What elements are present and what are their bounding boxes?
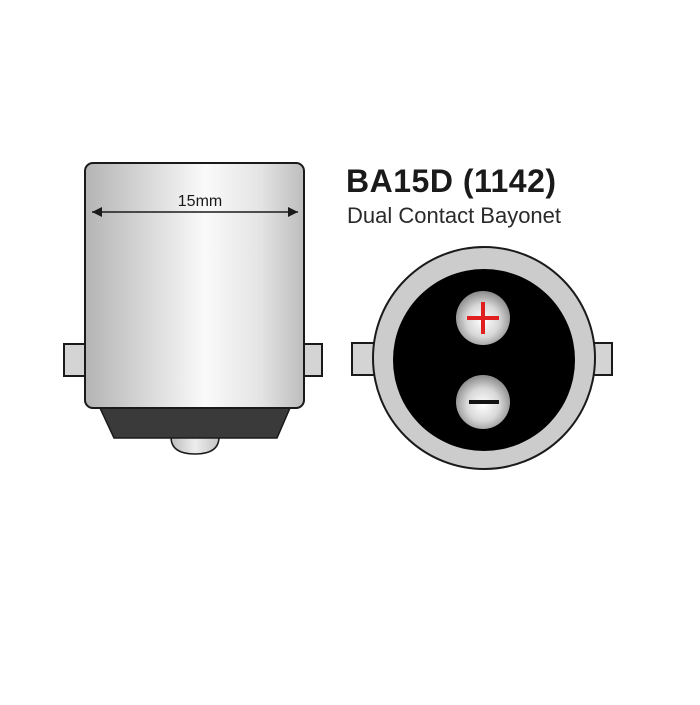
dimension-label: 15mm bbox=[178, 193, 222, 210]
insulator-base bbox=[98, 407, 292, 439]
bottom-contact-nub bbox=[170, 436, 220, 455]
positive-contact bbox=[456, 291, 510, 345]
page-subtitle: Dual Contact Bayonet bbox=[347, 203, 562, 228]
metal-shell bbox=[84, 162, 305, 409]
side-view: 15mm bbox=[63, 162, 323, 455]
minus-icon bbox=[469, 400, 499, 404]
end-view bbox=[351, 246, 613, 470]
plus-icon bbox=[467, 302, 499, 334]
end-left-bayonet-pin bbox=[351, 342, 377, 376]
insulator-disc bbox=[393, 269, 575, 451]
negative-contact bbox=[456, 375, 510, 429]
left-bayonet-pin bbox=[63, 343, 87, 377]
page-title: BA15D (1142) bbox=[346, 163, 557, 199]
